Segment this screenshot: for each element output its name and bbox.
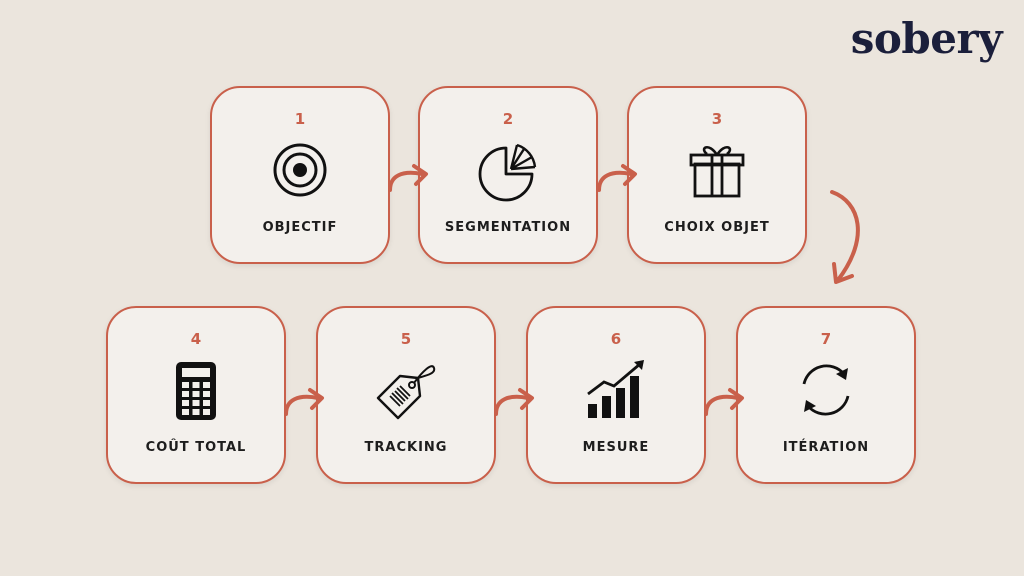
arrow-down-icon (830, 190, 860, 284)
step-card-segmentation: 2 SEGMENTATION (418, 86, 598, 264)
step-number: 6 (610, 330, 622, 348)
step-label: SEGMENTATION (444, 220, 572, 235)
gift-icon (689, 146, 745, 198)
step-label: COÛT TOTAL (145, 440, 247, 455)
step-label: CHOIX OBJET (664, 220, 770, 235)
sobery-logo: sobery (850, 14, 1003, 63)
tag-icon (376, 365, 436, 420)
refresh-icon (802, 364, 850, 416)
pie-chart-icon (478, 143, 537, 202)
calculator-icon (176, 362, 216, 420)
step-label: MESURE (582, 440, 650, 455)
arrow-right-icon (284, 388, 324, 416)
step-card-choix-objet: 3 CHOIX OBJET (627, 86, 807, 264)
arrow-right-icon (388, 164, 428, 192)
arrow-right-icon (494, 388, 534, 416)
growth-chart-icon (587, 360, 644, 418)
step-card-mesure: 6 MESURE (526, 306, 706, 484)
step-label: TRACKING (364, 440, 448, 455)
step-card-tracking: 5 TRACKING (316, 306, 496, 484)
step-number: 7 (820, 330, 832, 348)
step-number: 1 (294, 110, 306, 128)
step-number: 5 (400, 330, 412, 348)
step-card-objectif: 1 OBJECTIF (210, 86, 390, 264)
arrow-right-icon (597, 164, 637, 192)
arrow-right-icon (704, 388, 744, 416)
step-card-cout-total: 4 COÛT TOTAL (106, 306, 286, 484)
step-label: OBJECTIF (262, 220, 338, 235)
step-number: 3 (711, 110, 723, 128)
step-label: ITÉRATION (782, 440, 870, 455)
target-icon (273, 143, 327, 197)
step-number: 2 (502, 110, 514, 128)
step-card-iteration: 7 ITÉRATION (736, 306, 916, 484)
step-number: 4 (190, 330, 202, 348)
